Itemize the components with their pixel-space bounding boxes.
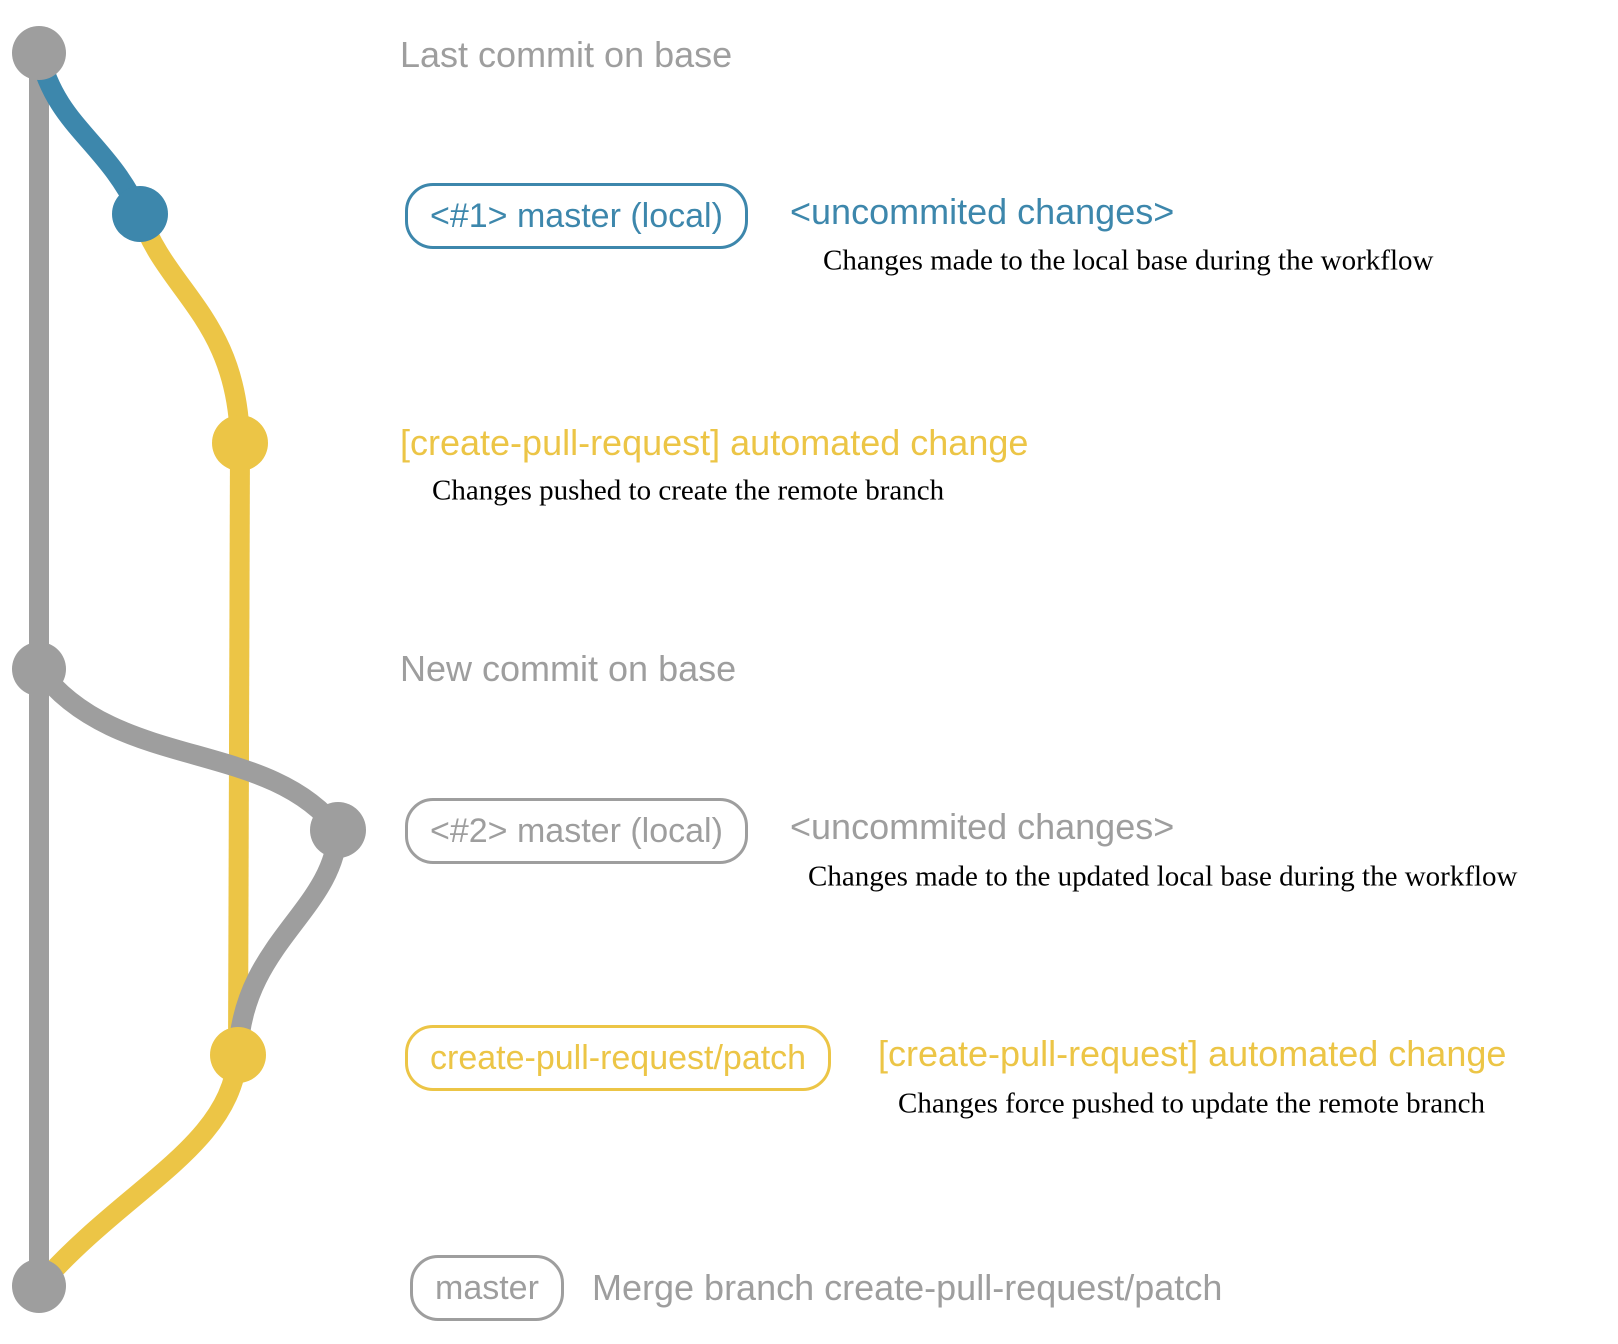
push1-message: [create-pull-request] automated change [400,422,1029,464]
force-push-curve [228,829,348,1056]
merge-message: Merge branch create-pull-request/patch [592,1267,1223,1309]
commit-dot-merge [12,1259,66,1313]
commit-graph [12,26,366,1313]
patch-branch-line [228,442,250,1056]
push1-description: Changes pushed to create the remote bran… [432,474,945,507]
branch-badge-patch: create-pull-request/patch [405,1025,832,1091]
commit-dot-patch-1 [212,415,268,471]
commit-dot-local-1 [112,186,168,242]
patch-merge-curve [31,1053,248,1293]
branch-badge-master: master [410,1255,564,1321]
commit2-description: Changes made to the updated local base d… [808,860,1518,893]
commit-dot-new-base [12,642,66,696]
commit-dot-last-base [12,26,66,80]
push2-description: Changes force pushed to update the remot… [898,1087,1486,1120]
patch-branch-curve-1 [130,210,250,444]
local-branch-curve-1 [29,50,150,219]
commit1-description: Changes made to the local base during th… [823,244,1434,277]
commit-dot-local-2 [310,802,366,858]
last-commit-label: Last commit on base [400,34,733,76]
push2-message: [create-pull-request] automated change [878,1033,1507,1075]
branch-badge-master-local-2: <#2> master (local) [405,798,748,864]
new-commit-label: New commit on base [400,648,737,690]
commit1-message: <uncommited changes> [790,191,1175,233]
commit-dot-patch-2 [210,1027,266,1083]
local-branch-curve-2 [30,662,346,837]
branch-badge-master-local-1: <#1> master (local) [405,183,748,249]
commit2-message: <uncommited changes> [790,806,1175,848]
